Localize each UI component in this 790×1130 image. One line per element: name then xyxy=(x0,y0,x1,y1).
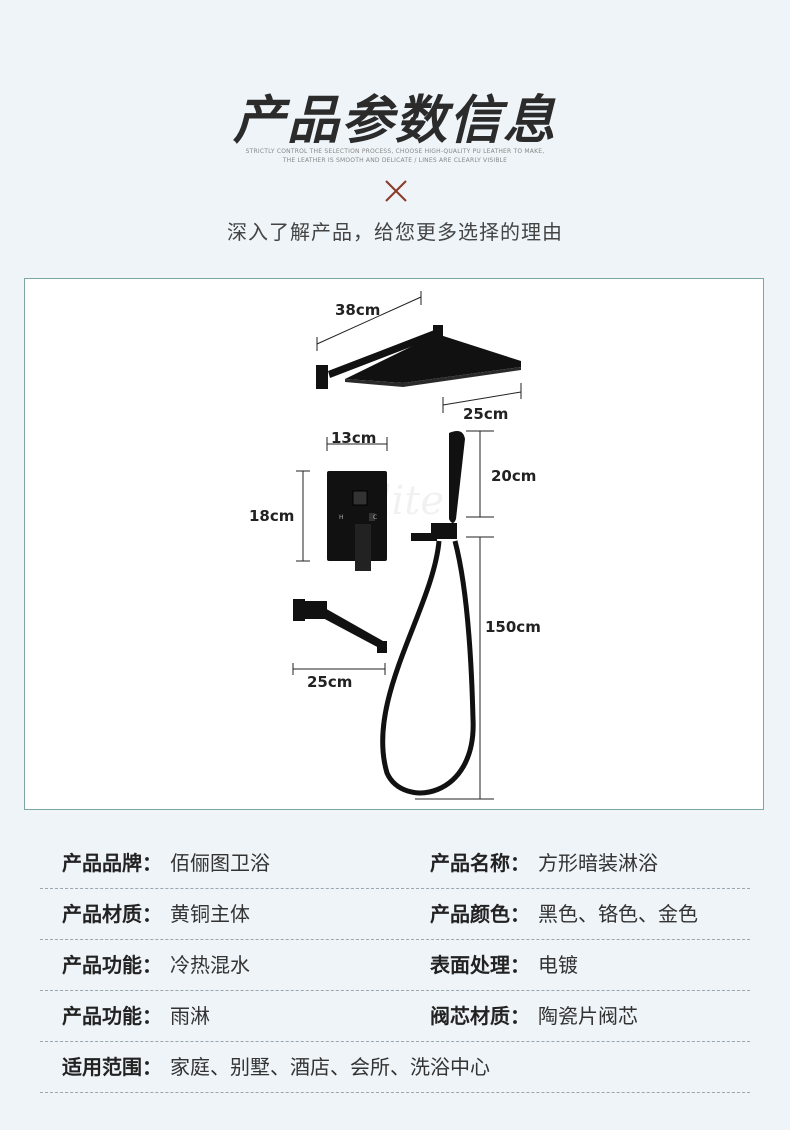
spec-row: 产品品牌： 佰俪图卫浴 产品名称： 方形暗装淋浴 xyxy=(40,838,750,889)
spout-length-label: 25cm xyxy=(307,673,352,691)
spec-color: 产品颜色： 黑色、铬色、金色 xyxy=(430,889,698,939)
spec-product-name: 产品名称： 方形暗装淋浴 xyxy=(430,838,658,888)
spec-value: 黄铜主体 xyxy=(170,902,250,926)
spec-row: 产品材质： 黄铜主体 产品颜色： 黑色、铬色、金色 xyxy=(40,889,750,940)
spec-row: 适用范围： 家庭、别墅、酒店、会所、洗浴中心 xyxy=(40,1042,750,1093)
spec-label: 产品品牌： xyxy=(62,851,162,875)
english-subtitle-line1: STRICTLY CONTROL THE SELECTION PROCESS, … xyxy=(245,148,545,155)
spec-label: 产品功能： xyxy=(62,953,162,977)
spec-value: 佰俪图卫浴 xyxy=(170,851,270,875)
spec-label: 产品材质： xyxy=(62,902,162,926)
spec-value: 冷热混水 xyxy=(170,953,250,977)
hose-length-dimension: 150cm xyxy=(415,536,541,800)
spec-value: 雨淋 xyxy=(170,1004,210,1028)
svg-text:C: C xyxy=(373,514,377,521)
spec-value: 电镀 xyxy=(538,953,578,977)
spec-material: 产品材质： 黄铜主体 xyxy=(62,889,250,939)
spec-function-mixing: 产品功能： 冷热混水 xyxy=(62,940,250,990)
english-subtitle: STRICTLY CONTROL THE SELECTION PROCESS, … xyxy=(0,147,790,165)
page-title: 产品参数信息 xyxy=(232,91,557,151)
spec-value: 家庭、别墅、酒店、会所、洗浴中心 xyxy=(170,1055,490,1079)
shower-set-illustration: elite 38cm 25cm H xyxy=(249,291,541,800)
handheld-length-dimension: 20cm xyxy=(466,430,536,518)
panel-width-label: 13cm xyxy=(331,429,376,447)
panel-width-dimension: 13cm xyxy=(326,429,388,451)
spec-row: 产品功能： 冷热混水 表面处理： 电镀 xyxy=(40,940,750,991)
english-subtitle-line2: THE LEATHER IS SMOOTH AND DELICATE / LIN… xyxy=(282,157,508,164)
spec-application: 适用范围： 家庭、别墅、酒店、会所、洗浴中心 xyxy=(62,1042,490,1092)
handheld-length-label: 20cm xyxy=(491,467,536,485)
panel-height-label: 18cm xyxy=(249,507,294,525)
spec-valve-core: 阀芯材质： 陶瓷片阀芯 xyxy=(430,991,638,1041)
spec-label: 表面处理： xyxy=(430,953,530,977)
control-panel: H C xyxy=(327,471,387,571)
x-mark-icon xyxy=(385,180,407,202)
spec-label: 产品颜色： xyxy=(430,902,530,926)
spec-label: 适用范围： xyxy=(62,1055,162,1079)
head-width-dimension: 25cm xyxy=(442,383,522,423)
hose-length-label: 150cm xyxy=(485,618,541,636)
panel-height-dimension: 18cm xyxy=(249,470,310,562)
spec-label: 产品功能： xyxy=(62,1004,162,1028)
spec-function-rain: 产品功能： 雨淋 xyxy=(62,991,210,1041)
spec-brand: 产品品牌： 佰俪图卫浴 xyxy=(62,838,270,888)
bath-spout xyxy=(293,599,387,653)
spec-value: 方形暗装淋浴 xyxy=(538,851,658,875)
product-dimension-figure: elite 38cm 25cm H xyxy=(24,278,764,810)
arm-length-dimension: 38cm xyxy=(316,291,422,351)
spec-value: 陶瓷片阀芯 xyxy=(538,1004,638,1028)
arm-length-label: 38cm xyxy=(335,301,380,319)
spec-label: 阀芯材质： xyxy=(430,1004,530,1028)
svg-text:H: H xyxy=(339,514,344,521)
handheld-shower xyxy=(380,431,476,796)
spec-table: 产品品牌： 佰俪图卫浴 产品名称： 方形暗装淋浴 产品材质： 黄铜主体 产品颜色： 黑色… xyxy=(40,838,750,1093)
spec-value: 黑色、铬色、金色 xyxy=(538,902,698,926)
spout-length-dimension: 25cm xyxy=(292,663,386,691)
head-width-label: 25cm xyxy=(463,405,508,423)
spec-row: 产品功能： 雨淋 阀芯材质： 陶瓷片阀芯 xyxy=(40,991,750,1042)
spec-surface-treatment: 表面处理： 电镀 xyxy=(430,940,578,990)
tagline: 深入了解产品，给您更多选择的理由 xyxy=(227,220,563,244)
shower-head-arm xyxy=(316,325,521,389)
spec-label: 产品名称： xyxy=(430,851,530,875)
